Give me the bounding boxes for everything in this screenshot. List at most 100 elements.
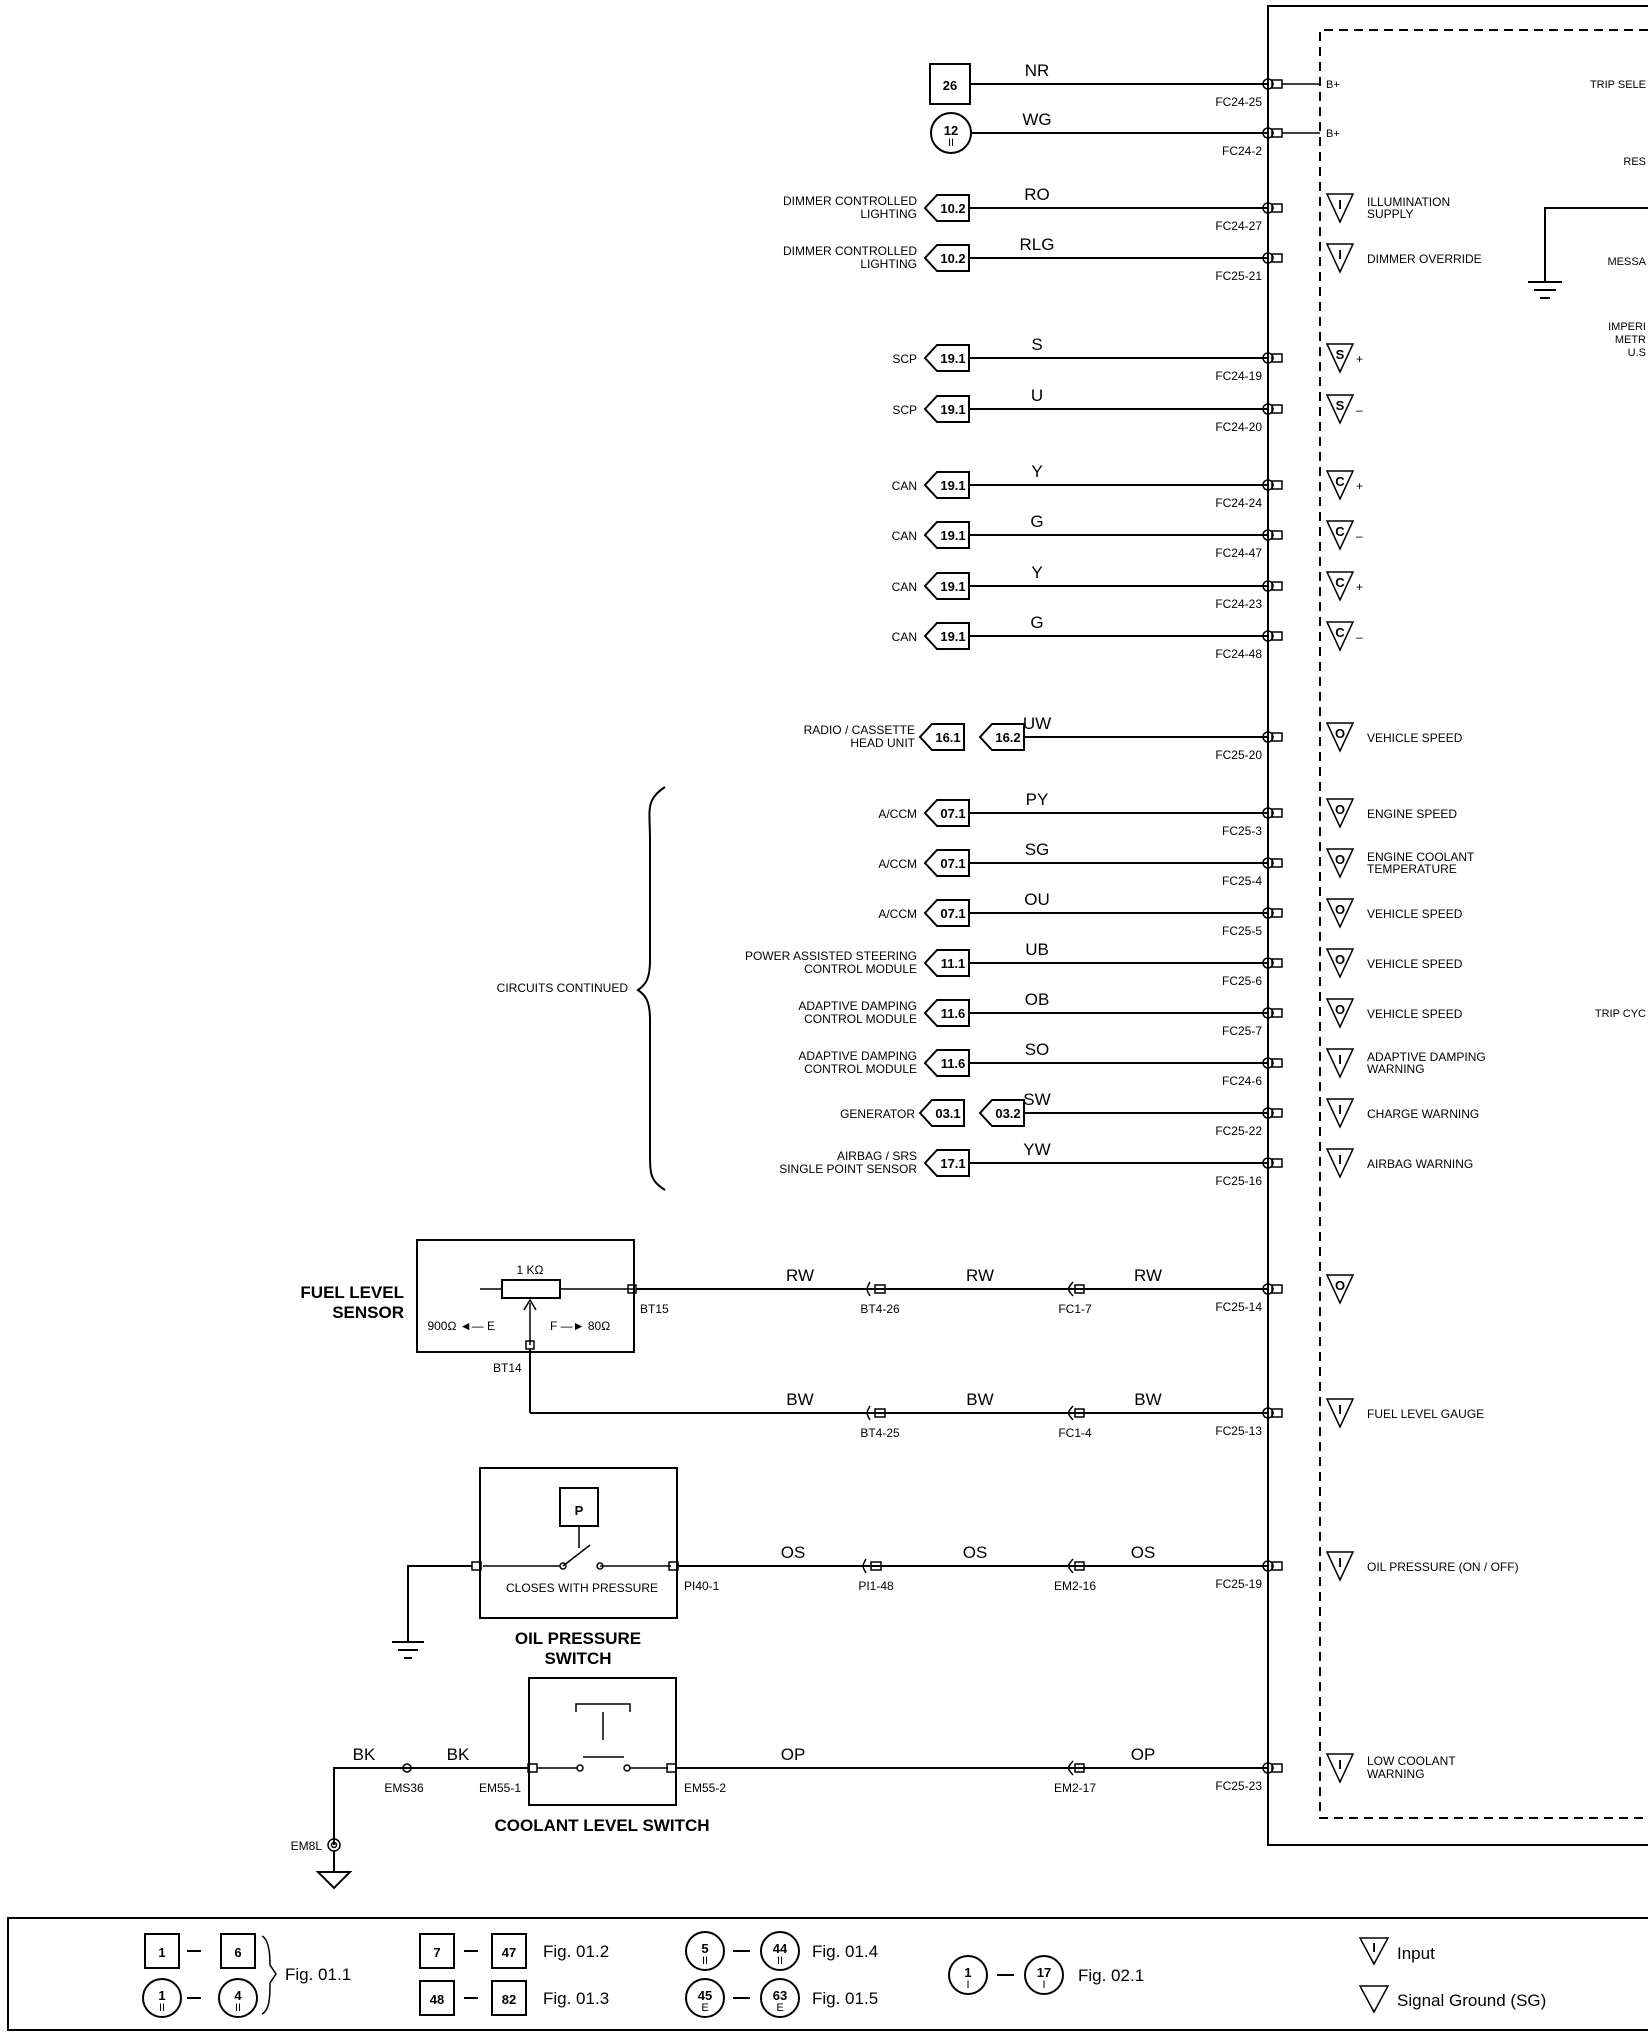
pin-type-letter: O (1335, 852, 1345, 867)
legend-number: 63 (773, 1988, 787, 2003)
pin-type-icon (1325, 1551, 1355, 1582)
pin-type-icon (1325, 193, 1355, 224)
connector-label: BT4-25 (860, 1426, 900, 1440)
pin-signal: B+ (1326, 79, 1340, 91)
wire-color-code: RO (1024, 185, 1050, 204)
pin-connector (1271, 808, 1283, 818)
inline-connector (874, 1284, 886, 1294)
pin-connector (1271, 1008, 1283, 1018)
source-label: CONTROL MODULE (804, 1062, 917, 1076)
legend-page-box (491, 1933, 527, 1969)
pin-signal: VEHICLE SPEED (1367, 957, 1463, 971)
source-label: A/CCM (878, 857, 917, 871)
splice-node (1262, 1762, 1274, 1774)
legend-number: 1 (964, 1965, 971, 1980)
ground-wire (333, 1767, 528, 1845)
pin-polarity: – (1356, 403, 1363, 417)
pack-internal-label: METR (1615, 334, 1646, 346)
connector-label: FC25-19 (1215, 1577, 1262, 1591)
connector-label: FC24-23 (1215, 597, 1262, 611)
connector-label: EM2-17 (1054, 1781, 1096, 1795)
page-ref-number: 03.1 (935, 1106, 960, 1121)
pin-type-icon (1325, 1753, 1355, 1784)
legend-number: 5 (701, 1941, 708, 1956)
splice-node (1262, 78, 1274, 90)
page-ref-number: 19.1 (940, 579, 965, 594)
pin-signal: VEHICLE SPEED (1367, 907, 1463, 921)
legend-fig-label: Fig. 01.4 (812, 1942, 878, 1961)
inline-connector-socket (1067, 1558, 1074, 1574)
legend-input-letter: I (1372, 1940, 1376, 1955)
inline-connector (874, 1408, 886, 1418)
inline-connector (1074, 1408, 1085, 1418)
source-label: CAN (892, 580, 917, 594)
legend-fig-label: Fig. 02.1 (1078, 1966, 1144, 1985)
page-ref-sub: II (948, 137, 954, 149)
legend-page-box (220, 1933, 256, 1969)
source-label: ADAPTIVE DAMPING (798, 1049, 917, 1063)
oil-switch-caption: CLOSES WITH PRESSURE (506, 1581, 658, 1595)
contact (559, 1562, 567, 1570)
page-ref-number: 19.1 (940, 402, 965, 417)
source-label: A/CCM (878, 807, 917, 821)
splice-node (1262, 1283, 1274, 1295)
pin-connector (1271, 631, 1283, 641)
page-ref-number: 07.1 (940, 806, 965, 821)
pin-connector (1271, 732, 1283, 742)
source-label: RADIO / CASSETTE (804, 723, 915, 737)
page-ref-number: 11.1 (941, 956, 966, 971)
legend-page-box (491, 1980, 527, 2016)
wire-color-code: NR (1025, 61, 1050, 80)
connector-label: FC25-13 (1215, 1424, 1262, 1438)
pin-type-letter: I (1338, 197, 1342, 212)
pin-type-letter: I (1338, 247, 1342, 262)
source-label: CONTROL MODULE (804, 962, 917, 976)
pin-polarity: + (1356, 580, 1363, 594)
pin-signal: SUPPLY (1367, 207, 1413, 221)
pin-type-icon (1325, 1098, 1355, 1129)
pin-connector (1271, 1408, 1283, 1418)
pin-signal: B+ (1326, 128, 1340, 140)
page-ref-number: 10.2 (940, 201, 965, 216)
pin-type-letter: O (1335, 802, 1345, 817)
pin-connector (1271, 404, 1283, 414)
wire-color-code: OS (963, 1543, 988, 1562)
inline-connector-socket (1067, 1760, 1074, 1776)
splice-node (1262, 1157, 1274, 1169)
pin-type-letter: O (1335, 1278, 1345, 1293)
splice-node (1262, 907, 1274, 919)
fuel-sensor-title: SENSOR (332, 1303, 404, 1322)
pin-type-letter: O (1335, 952, 1345, 967)
coolant-switch-title: COOLANT LEVEL SWITCH (494, 1816, 709, 1835)
legend-number: 47 (502, 1945, 516, 1960)
legend-number: 44 (773, 1941, 788, 1956)
legend-brace (261, 1935, 277, 2015)
pin-type-letter: C (1335, 474, 1345, 489)
internal-wire (1544, 207, 1648, 282)
legend-fig-label: Fig. 01.1 (285, 1965, 351, 1984)
connector-label: BT4-26 (860, 1302, 900, 1316)
legend-number: 1 (158, 1945, 165, 1960)
pin-type-letter: I (1338, 1102, 1342, 1117)
pin-connector (1271, 530, 1283, 540)
wire-color-code: RW (1134, 1266, 1162, 1285)
pin-signal: ADAPTIVE DAMPING (1367, 1050, 1486, 1064)
splice-node (1262, 479, 1274, 491)
wire-color-code: OS (1131, 1543, 1156, 1562)
connector-label: FC25-6 (1222, 974, 1262, 988)
pin-signal: WARNING (1367, 1062, 1425, 1076)
pin-type-icon (1325, 1048, 1355, 1079)
splice-node (1262, 127, 1274, 139)
wire-color-code: YW (1023, 1140, 1050, 1159)
connector-label: FC1-7 (1058, 1302, 1092, 1316)
legend-sg-label: Signal Ground (SG) (1397, 1991, 1546, 2010)
pin-type-icon (1325, 394, 1355, 425)
pin-type-icon (1325, 898, 1355, 929)
page-ref-number: 17.1 (940, 1156, 965, 1171)
wire-color-code: UB (1025, 940, 1049, 959)
source-label: CAN (892, 529, 917, 543)
pin-signal: AIRBAG WARNING (1367, 1157, 1473, 1171)
wire-color-code: BW (966, 1390, 993, 1409)
splice-node (1262, 731, 1274, 743)
legend-page-circle (218, 1978, 258, 2018)
